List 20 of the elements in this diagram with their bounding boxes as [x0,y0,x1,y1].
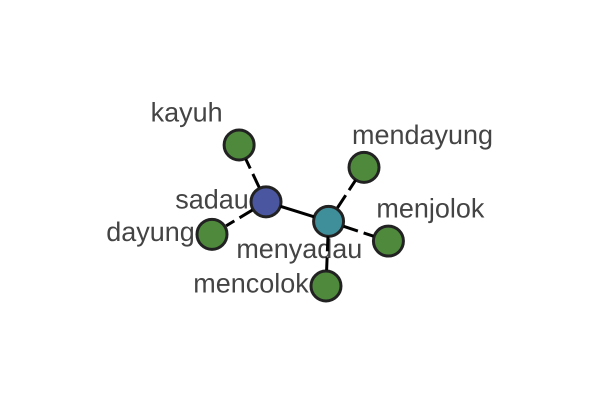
node-label: mencolok [193,268,309,298]
node-circle [250,184,282,218]
node-label: menyadau [236,233,362,264]
connector [336,178,357,208]
node-circle [348,150,380,184]
node-circle [310,269,342,302]
node-circle [196,217,228,250]
node-label: sadau [175,184,249,214]
node-label: dayung [106,216,195,246]
node-label: kayuh [150,97,223,128]
node-circle [222,128,256,161]
node-circle [312,204,346,238]
node-label: mendayung [352,119,493,150]
connector [343,224,374,238]
node-label: menjolok [376,193,484,224]
connector [280,204,314,218]
connector [244,158,261,188]
node-circle [372,224,405,258]
connector [225,208,254,227]
connector [325,236,330,270]
